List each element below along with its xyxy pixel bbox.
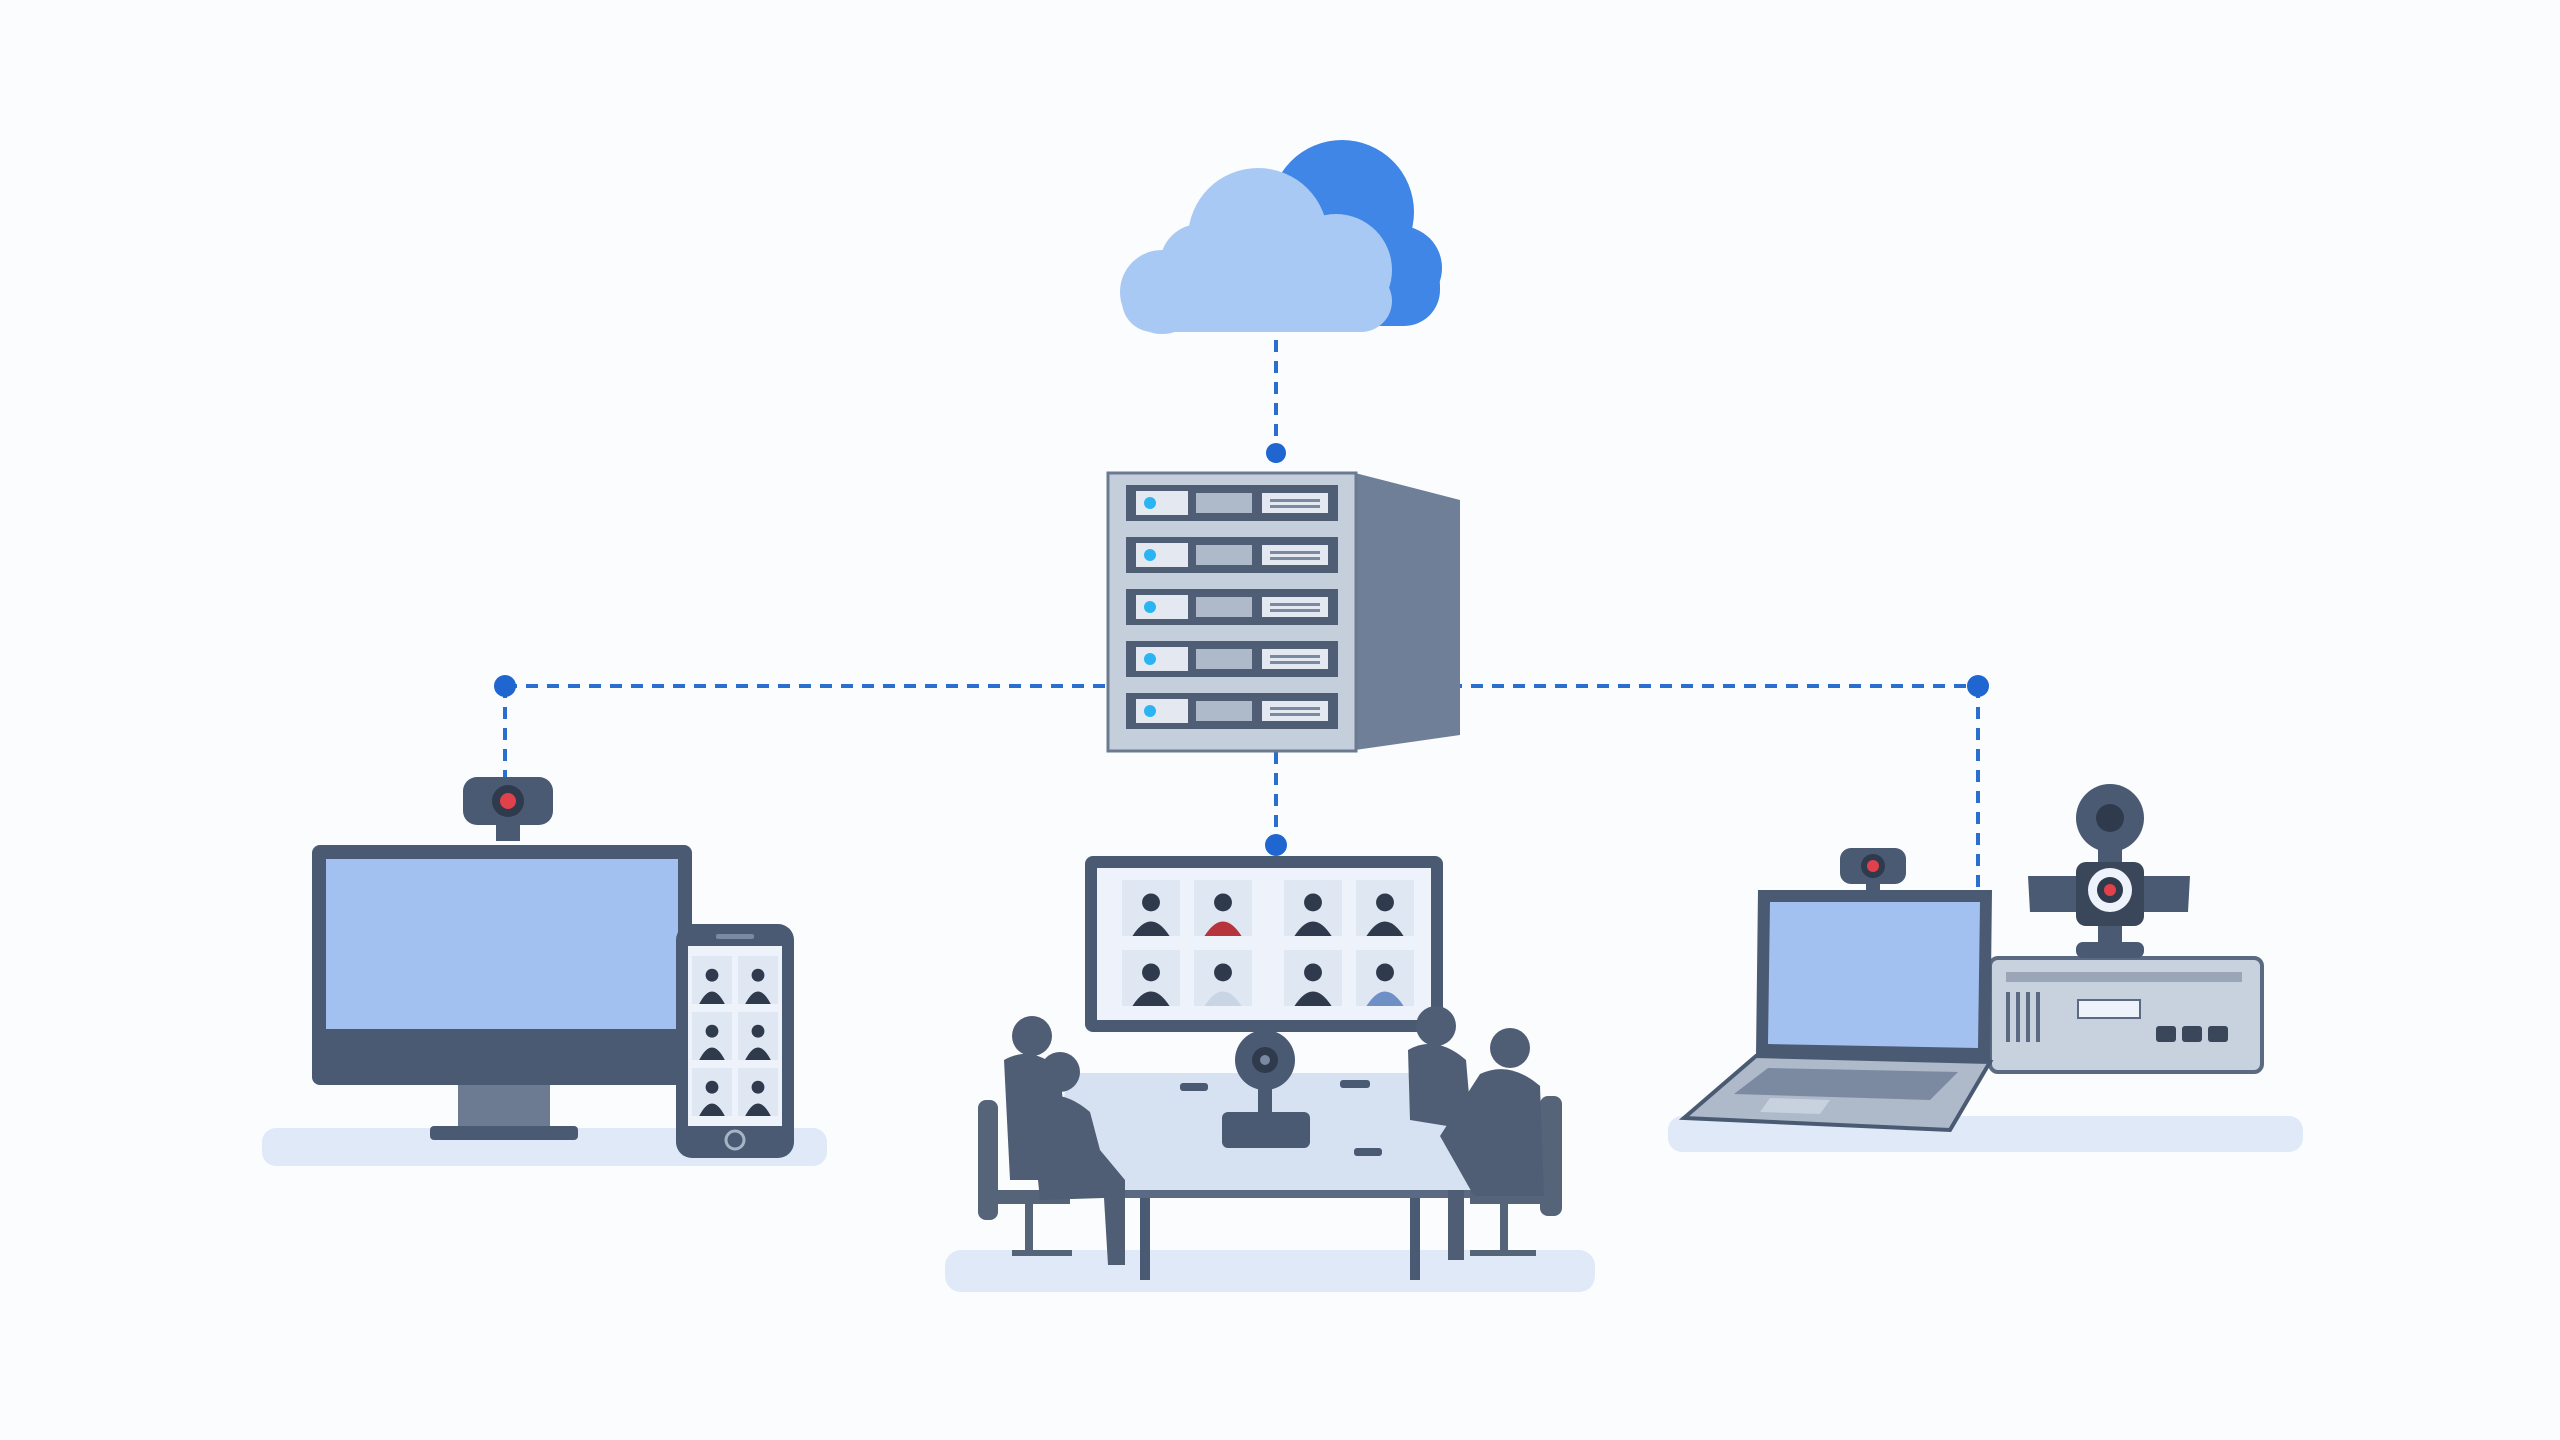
webcam-icon [1840,848,1906,896]
rack-unit [1126,537,1338,573]
link-dot-right [1967,675,1989,697]
participant-tile [1122,880,1180,936]
participant-tile [738,1068,778,1116]
webcam-icon [463,777,553,841]
laptop-and-ptz-node [1668,784,2303,1152]
conference-room-node [945,856,1595,1292]
participant-tile [1122,950,1180,1006]
status-led-icon [1144,653,1156,665]
video-wall-display-icon [1085,856,1443,1032]
participant-tile [1356,880,1414,936]
ptz-camera-icon [2028,784,2190,958]
desktop-and-phone-node [262,777,827,1166]
participant-tile [1284,880,1342,936]
link-dot-left [494,675,516,697]
participant-tile [692,1012,732,1060]
status-led-icon [1144,497,1156,509]
conference-camera-icon [1222,1030,1310,1148]
server-rack-icon [1106,471,1460,753]
rack-unit [1126,641,1338,677]
link-dot-cloud-server [1266,443,1286,463]
ground-shadow [945,1250,1595,1292]
link-dot-conference [1265,834,1287,856]
laptop-icon [1678,890,1994,1133]
codec-box-icon [1988,956,2264,1074]
participant-tile [738,1012,778,1060]
participant-tile [1356,950,1414,1006]
participant-tile [1194,950,1252,1006]
meeting-participants [978,1006,1562,1265]
status-led-icon [1144,705,1156,717]
participant-tile [692,1068,732,1116]
rack-unit [1126,589,1338,625]
desktop-monitor-icon [312,845,692,1140]
participant-tile [1194,880,1252,936]
smartphone-icon [676,924,794,1158]
participant-tile [738,956,778,1004]
status-led-icon [1144,549,1156,561]
status-led-icon [1144,601,1156,613]
participant-tile [692,956,732,1004]
participant-tile [1284,950,1342,1006]
rack-unit [1126,693,1338,729]
rack-unit [1126,485,1338,521]
cloud-icon [1120,140,1442,334]
